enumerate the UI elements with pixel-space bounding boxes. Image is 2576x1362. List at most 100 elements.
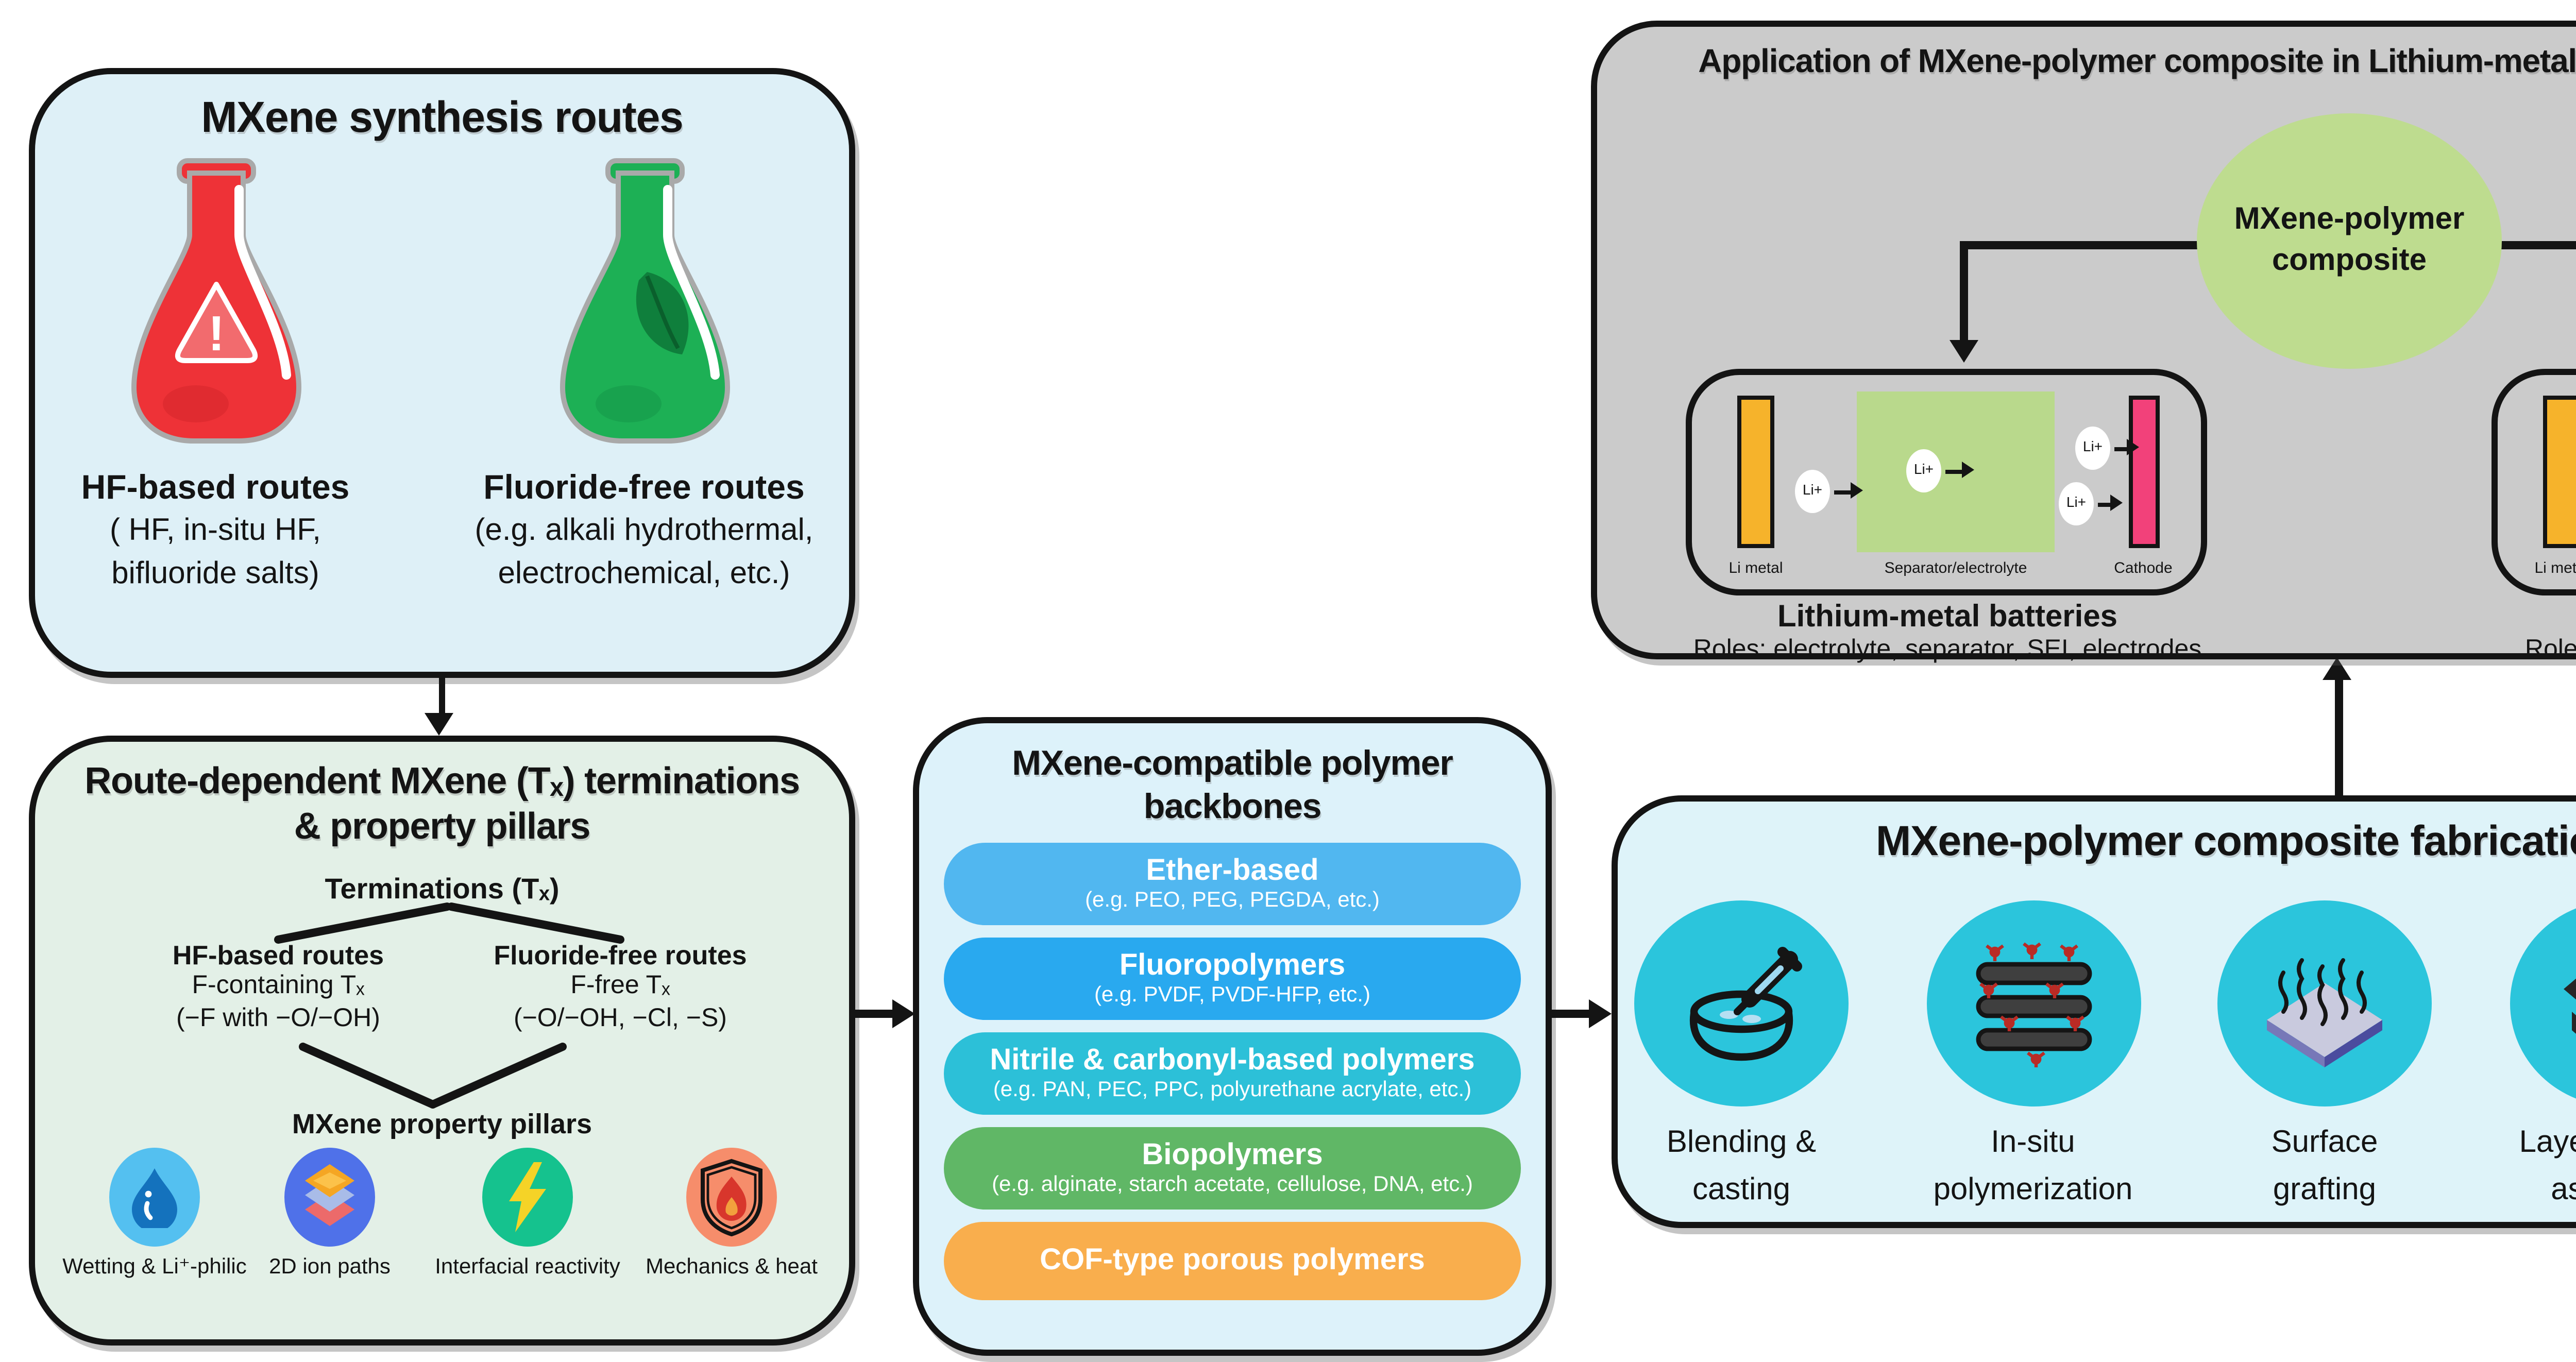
lightning-icon bbox=[509, 1162, 546, 1232]
li-ion-arrow bbox=[2114, 440, 2138, 455]
method-blending-casting: Blending & casting bbox=[1634, 900, 1849, 1214]
fabrication-methods-panel: MXene-polymer composite fabrication meth… bbox=[1612, 795, 2576, 1228]
backbones-title-line2: backbones bbox=[1143, 786, 1322, 826]
lithium-metal-roles-text: Roles: electrolyte, separator, SEI, elec… bbox=[1693, 635, 2202, 663]
hf-branch: HF-based routes F-containing Tₓ (−F with… bbox=[113, 940, 443, 1034]
method-grafting-label-line1: Surface bbox=[2271, 1125, 2378, 1160]
ff-branch-groups: (−O/−OH, −Cl, −S) bbox=[513, 1002, 727, 1031]
anode-bar bbox=[1737, 396, 1774, 548]
polymer-backbones-panel: MXene-compatible polymer backbones Ether… bbox=[913, 717, 1552, 1356]
pillar-reactivity-label: Interfacial reactivity bbox=[435, 1255, 620, 1280]
method-in-situ-label-line2: polymerization bbox=[1933, 1171, 2133, 1206]
method-in-situ-circle bbox=[1926, 900, 2140, 1106]
pill-bio-examples: (e.g. alginate, starch acetate, cellulos… bbox=[992, 1172, 1473, 1198]
polymer-pill-stack: Ether-based (e.g. PEO, PEG, PEGDA, etc.)… bbox=[944, 843, 1521, 1301]
flow-arrow-terminations-to-backbones-head bbox=[892, 998, 915, 1027]
method-grafting-label: Surface grafting bbox=[2272, 1121, 2378, 1214]
pill-cof-name: COF-type porous polymers bbox=[1040, 1245, 1425, 1278]
method-lbl-label: Layer by layer assembly bbox=[2519, 1121, 2576, 1214]
cathode-label: Cathode bbox=[2114, 558, 2173, 577]
method-grafting-label-line2: grafting bbox=[2273, 1171, 2377, 1206]
composite-node: MXene-polymer composite bbox=[2197, 113, 2502, 369]
li-ion-arrow bbox=[2098, 496, 2122, 510]
pillar-ion-paths: 2D ion paths bbox=[206, 1148, 453, 1280]
pill-fluoro-examples: (e.g. PVDF, PVDF-HFP, etc.) bbox=[1094, 983, 1370, 1008]
pill-ether-name: Ether-based bbox=[1146, 854, 1319, 888]
method-lbl-circle bbox=[2509, 900, 2576, 1106]
backbones-panel-title: MXene-compatible polymer backbones bbox=[944, 744, 1521, 829]
lithium-metal-battery-schematic: Li metal Separator/electrolyte Cathode L… bbox=[1686, 369, 2207, 595]
branch-connector-lines bbox=[274, 903, 624, 1109]
pill-ether-examples: (e.g. PEO, PEG, PEGDA, etc.) bbox=[1085, 888, 1380, 913]
li-ion: Li+ bbox=[1795, 470, 1830, 513]
fluoride-free-detail-line1: (e.g. alkali hydrothermal, bbox=[474, 513, 814, 548]
terminations-title-line1: Route-dependent MXene (Tₓ) terminations bbox=[84, 760, 800, 802]
method-blending-label-line2: casting bbox=[1692, 1171, 1791, 1206]
hf-branch-name: HF-based routes bbox=[172, 940, 384, 971]
hf-branch-groups: (−F with −O/−OH) bbox=[176, 1002, 380, 1031]
fluoride-free-detail-line2: electrochemical, etc.) bbox=[498, 557, 790, 592]
li-ion: Li+ bbox=[2075, 427, 2110, 470]
synthesis-routes-panel: MXene synthesis routes ! HF-based routes… bbox=[29, 68, 855, 678]
pill-cof-porous: COF-type porous polymers bbox=[944, 1222, 1521, 1301]
terminations-panel: Route-dependent MXene (Tₓ) terminations … bbox=[29, 736, 855, 1346]
fluoride-free-route-column: Fluoride-free routes (e.g. alkali hydrot… bbox=[446, 152, 842, 597]
pillars-label: MXene property pillars bbox=[292, 1109, 592, 1139]
flow-arrow-backbones-to-fabrication-line bbox=[1552, 1010, 1593, 1017]
lithium-sulfur-roles-text: Roles: electrolyte, separator, sulfur ho… bbox=[2524, 635, 2576, 663]
hf-route-detail: ( HF, in-situ HF, bifluoride salts) bbox=[110, 509, 321, 597]
pill-fluoro-name: Fluoropolymers bbox=[1119, 949, 1346, 982]
mxene-sheets-molecules-icon bbox=[1975, 942, 2091, 1067]
pillar-reactivity-circle bbox=[482, 1148, 573, 1247]
flow-arrow-fabrication-to-application-line bbox=[2335, 680, 2342, 795]
grafted-surface-icon bbox=[2267, 958, 2382, 1067]
hf-route-column: ! HF-based routes ( HF, in-situ HF, bifl… bbox=[42, 152, 388, 597]
lithium-metal-roles: Roles: electrolyte, separator, SEI, elec… bbox=[1638, 635, 2257, 663]
petri-dish-dropper-icon bbox=[1689, 947, 1802, 1061]
ff-branch-name: Fluoride-free routes bbox=[494, 940, 747, 971]
li-ion-arrow bbox=[1945, 463, 1973, 478]
pillar-reactivity: Interfacial reactivity bbox=[404, 1148, 651, 1280]
pillar-wetting-label: Wetting & Li⁺-philic bbox=[62, 1255, 247, 1280]
method-blending-circle bbox=[1634, 900, 1849, 1106]
ff-branch-tx: F-free Tₓ bbox=[570, 971, 670, 999]
composite-branch-left-head bbox=[1950, 340, 1978, 363]
pill-bio-name: Biopolymers bbox=[1142, 1138, 1323, 1172]
lithium-sulfur-roles: Roles: electrolyte, separator, sulfur ho… bbox=[2442, 635, 2576, 663]
flow-arrow-synthesis-to-terminations-head bbox=[425, 713, 453, 736]
composite-node-line1: MXene-polymer bbox=[2234, 201, 2465, 236]
anode-bar bbox=[2543, 396, 2576, 548]
li-ion-arrow bbox=[1834, 483, 1862, 498]
svg-text:!: ! bbox=[207, 306, 224, 361]
flow-arrow-fabrication-to-application-head bbox=[2323, 657, 2351, 680]
method-in-situ-label-line1: In-situ bbox=[1991, 1125, 2075, 1160]
separator-label: Separator/electrolyte bbox=[1884, 558, 2027, 577]
flow-arrow-terminations-to-backbones-line bbox=[855, 1010, 896, 1017]
hf-route-name: HF-based routes bbox=[81, 470, 350, 507]
hf-route-detail-line2: bifluoride salts) bbox=[111, 557, 319, 592]
hf-branch-tx: F-containing Tₓ bbox=[192, 971, 365, 999]
lithium-metal-name: Lithium-metal batteries bbox=[1777, 600, 2118, 635]
backbones-title-line1: MXene-compatible polymer bbox=[1012, 744, 1453, 783]
hf-route-detail-line1: ( HF, in-situ HF, bbox=[109, 513, 321, 548]
pillar-wetting: Wetting & Li⁺-philic bbox=[31, 1148, 278, 1280]
fluoride-free-branch: Fluoride-free routes F-free Tₓ (−O/−OH, … bbox=[455, 940, 785, 1034]
shield-flame-icon bbox=[701, 1159, 762, 1236]
application-panel-title: Application of MXene-polymer composite i… bbox=[1698, 45, 2576, 80]
method-blending-label-line1: Blending & bbox=[1666, 1125, 1817, 1160]
pillar-mechanics-circle bbox=[686, 1148, 777, 1247]
pill-nitrile-name: Nitrile & carbonyl-based polymers bbox=[990, 1044, 1475, 1077]
composite-node-line2: composite bbox=[2272, 243, 2427, 278]
anode-label: Li metal bbox=[2534, 558, 2576, 577]
terminations-title-line2: & property pillars bbox=[294, 805, 591, 847]
flask-row: ! HF-based routes ( HF, in-situ HF, bifl… bbox=[35, 152, 849, 597]
pill-nitrile-carbonyl: Nitrile & carbonyl-based polymers (e.g. … bbox=[944, 1033, 1521, 1116]
method-grafting-circle bbox=[2217, 900, 2432, 1106]
application-panel: Application of MXene-polymer composite i… bbox=[1591, 21, 2576, 663]
li-ion: Li+ bbox=[1906, 449, 1941, 492]
synthesis-panel-title: MXene synthesis routes bbox=[201, 95, 684, 142]
pillar-ion-paths-label: 2D ion paths bbox=[269, 1255, 391, 1280]
pill-biopolymers: Biopolymers (e.g. alginate, starch aceta… bbox=[944, 1128, 1521, 1211]
